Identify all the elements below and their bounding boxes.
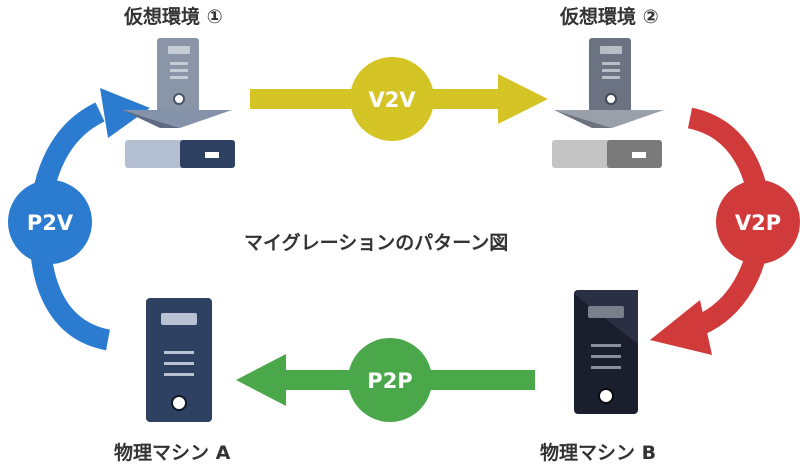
v2v-arrow: V2V bbox=[250, 57, 548, 141]
v2p-label: V2P bbox=[735, 211, 781, 235]
virtual-env-1-label: 仮想環境 ① bbox=[124, 6, 223, 28]
p2p-arrow: P2P bbox=[236, 338, 535, 422]
p2v-arrow: P2V bbox=[8, 88, 150, 351]
physical-machine-a-icon bbox=[146, 298, 212, 422]
p2p-label: P2P bbox=[367, 369, 412, 393]
v2p-arrow: V2P bbox=[650, 107, 800, 355]
physical-machine-b-label: 物理マシン B bbox=[540, 442, 657, 464]
p2v-label: P2V bbox=[27, 211, 74, 235]
physical-machine-b-icon bbox=[574, 290, 638, 414]
v2v-label: V2V bbox=[368, 88, 416, 112]
diagram-title: マイグレーションのパターン図 bbox=[244, 232, 509, 254]
virtual-env-2-icon bbox=[552, 38, 664, 168]
virtual-env-2-label: 仮想環境 ② bbox=[560, 6, 659, 28]
virtual-env-1-icon bbox=[122, 38, 235, 168]
physical-machine-a-label: 物理マシン A bbox=[114, 442, 231, 464]
